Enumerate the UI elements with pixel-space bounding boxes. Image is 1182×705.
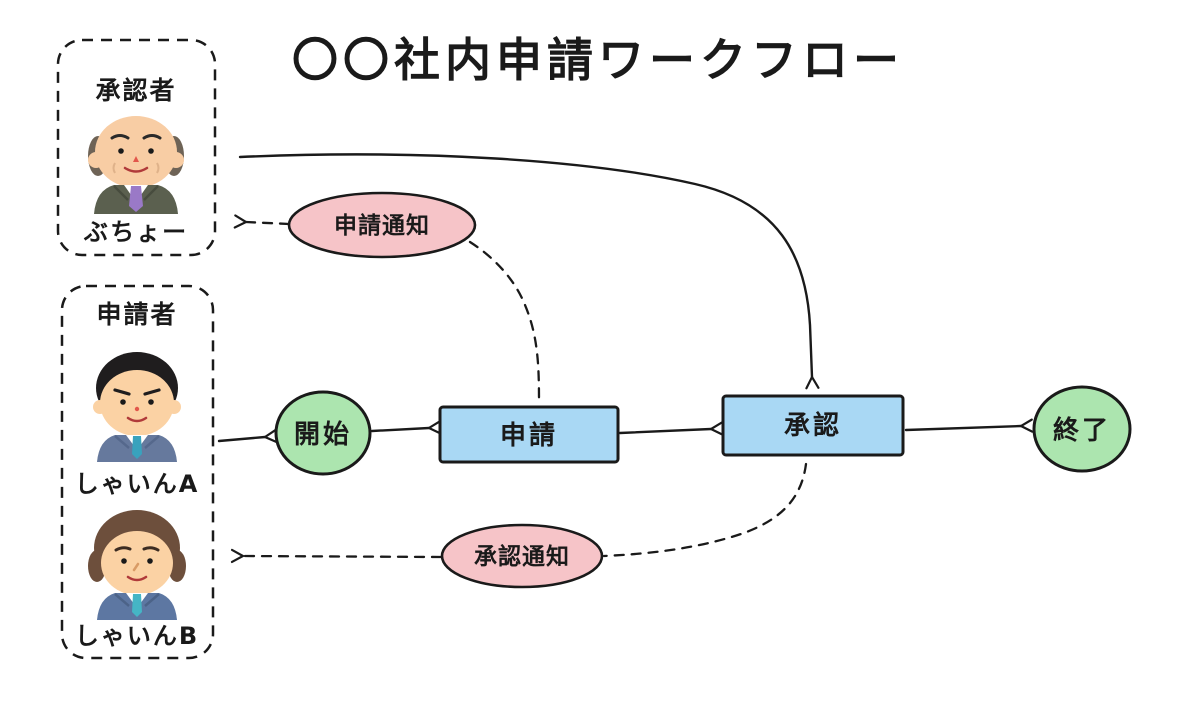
- shain-b-lapels: [114, 593, 160, 607]
- bucho-avatar: [88, 116, 184, 214]
- shain-b-face: [101, 531, 173, 595]
- shain-a-lapels: [114, 435, 160, 449]
- approve-node: 承認: [721, 394, 905, 457]
- applicant-lane: 申請者 しゃいんA: [60, 284, 215, 660]
- shain-a-label: しゃいんA: [75, 470, 200, 498]
- shain-b-nose: [132, 562, 140, 572]
- shain-a-mouth: [126, 416, 148, 423]
- arrow-apply-to-approve: [618, 421, 724, 436]
- shain-b-avatar: [88, 510, 186, 620]
- shain-a-eye-left: [120, 399, 126, 405]
- bucho-smile-line-left: [112, 162, 116, 174]
- shain-a-face: [100, 370, 174, 436]
- bucho-eyebrow-right: [142, 134, 162, 140]
- approver-lane-label: 承認者: [95, 76, 176, 105]
- dashed-arrow-approve-notice-to-applicant: [230, 548, 443, 564]
- approve-notice-node: 承認通知: [440, 523, 604, 589]
- apply-notice-label: 申請通知: [334, 212, 430, 239]
- bucho-eye-right: [148, 148, 154, 154]
- dashed-apply-to-apply-notice: [468, 240, 541, 405]
- shain-b-eye-right: [147, 558, 153, 564]
- bucho-eyebrow-left: [110, 134, 130, 140]
- shain-a-eyebrows: [113, 388, 161, 396]
- dashed-arrow-apply-notice-to-approver: [233, 214, 291, 229]
- approve-node-shape: [721, 394, 905, 457]
- bucho-nose: [133, 156, 139, 162]
- shain-a-avatar: [93, 352, 181, 462]
- end-node-label: 終了: [1053, 415, 1111, 446]
- approve-node-label: 承認: [784, 410, 842, 441]
- apply-node-shape: [438, 405, 620, 464]
- shain-a-eye-right: [148, 399, 154, 405]
- end-node: 終了: [1032, 385, 1132, 473]
- bucho-lapels: [113, 185, 159, 201]
- apply-notice-node: 申請通知: [287, 191, 477, 259]
- approve-notice-label: 承認通知: [474, 543, 570, 570]
- arrow-approve-to-end: [904, 418, 1034, 433]
- start-node-label: 開始: [294, 420, 352, 450]
- apply-notice-shape: [287, 191, 477, 259]
- approver-lane: 承認者 ぶちょー: [56, 38, 217, 257]
- bucho-label: ぶちょー: [83, 218, 188, 246]
- end-node-shape: [1032, 385, 1132, 473]
- shain-b-eye-left: [121, 558, 127, 564]
- apply-node-label: 申請: [500, 420, 558, 451]
- arrow-approver-to-approve: [238, 153, 820, 390]
- dashed-approve-to-approve-notice: [602, 462, 808, 558]
- shain-a-nose: [134, 406, 140, 412]
- shain-a-tie: [132, 436, 142, 459]
- bucho-face: [95, 116, 177, 188]
- bucho-smile-line-right: [156, 162, 160, 174]
- shain-b-label: しゃいんB: [75, 622, 199, 650]
- bucho-eye-left: [118, 148, 124, 154]
- arrow-start-to-apply: [370, 420, 442, 435]
- arrow-applicant-to-start: [217, 428, 278, 444]
- shain-b-eyebrows: [114, 546, 160, 552]
- shain-b-tie: [132, 594, 142, 617]
- bucho-mouth: [123, 166, 149, 173]
- shain-b-mouth: [126, 575, 148, 582]
- apply-node: 申請: [438, 405, 620, 464]
- diagram-title: 〇〇社内申請ワークフロー: [292, 33, 904, 87]
- start-node-shape: [274, 390, 372, 476]
- start-node: 開始: [274, 390, 372, 476]
- applicant-lane-label: 申請者: [96, 300, 177, 329]
- bucho-tie: [129, 186, 143, 212]
- approve-notice-shape: [440, 523, 604, 589]
